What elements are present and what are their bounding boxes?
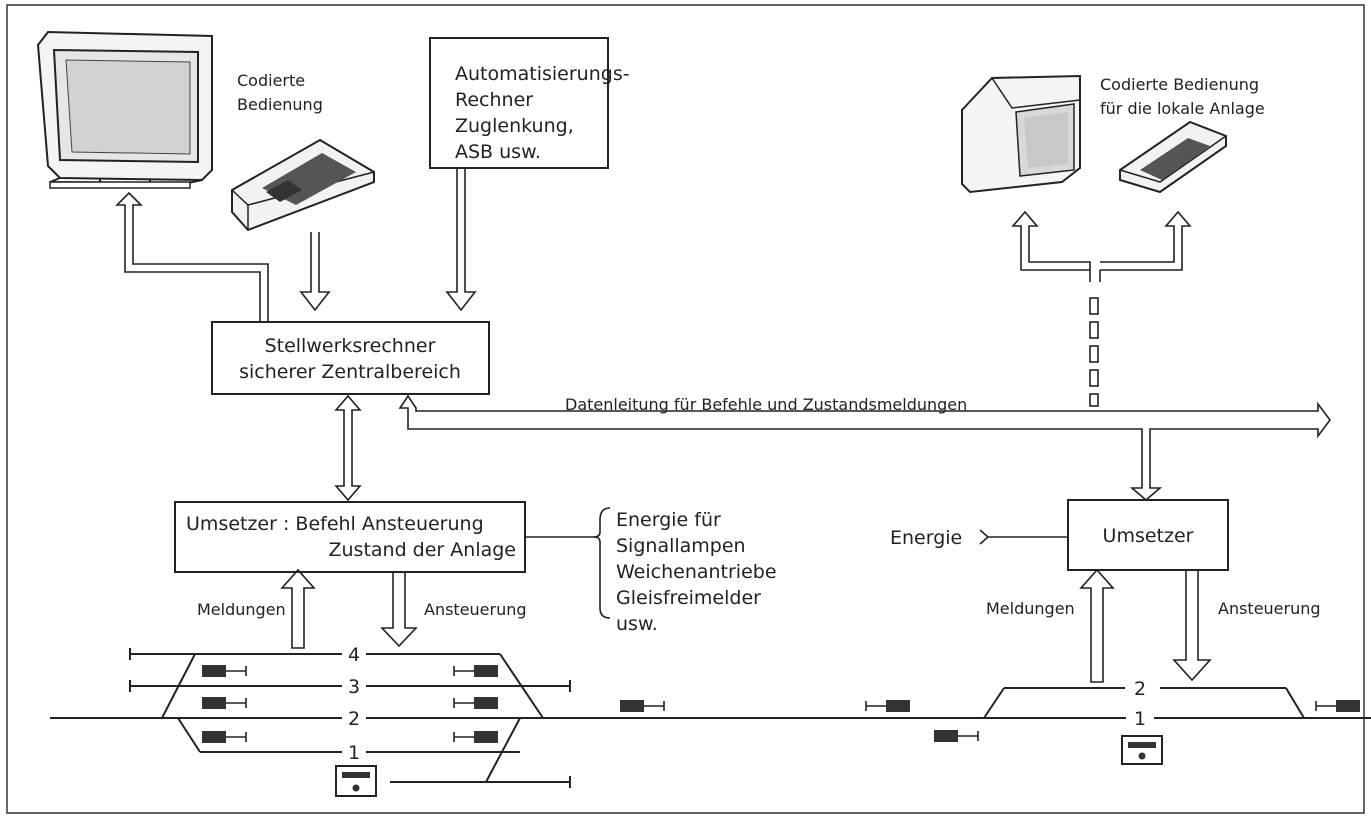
energy-list-line-4: Gleisfreimelder [616, 587, 761, 609]
diagram-frame [6, 4, 1365, 814]
signals-left [202, 665, 1360, 743]
track-label-3: 3 [348, 676, 360, 698]
converter-left-line-1: Umsetzer : Befehl Ansteuerung [186, 513, 484, 535]
coded-operation-local-line-2: für die lokale Anlage [1100, 99, 1265, 118]
reports-arrow-left [280, 568, 316, 649]
automation-line-2: Rechner [455, 89, 533, 111]
converter-left-box [174, 501, 526, 573]
local-keyboard-icon [1119, 120, 1227, 194]
interlocking-computer-box [211, 321, 490, 395]
track-label-4: 4 [348, 644, 360, 666]
energy-label: Energie [890, 527, 962, 549]
local-monitor-icon [961, 74, 1081, 194]
monitor-icon [36, 30, 213, 189]
automation-computer-box [429, 37, 609, 169]
coded-operation-line-2: Bedienung [237, 95, 323, 114]
reports-label-right: Meldungen [986, 599, 1075, 618]
control-label-right: Ansteuerung [1218, 599, 1321, 618]
track-layout-right [983, 687, 1305, 719]
automation-line-3: Zuglenkung, [455, 115, 574, 137]
coded-operation-local-line-1: Codierte Bedienung [1100, 75, 1259, 94]
data-line-label: Datenleitung für Befehle und Zustandsmel… [565, 395, 967, 414]
energy-list-line-2: Signallampen [616, 535, 746, 557]
reports-label-left: Meldungen [197, 600, 286, 619]
converter-left-line-2: Zustand der Anlage [328, 539, 516, 561]
track-label-2-overlay: 2 [348, 708, 360, 730]
interlocking-line-2: sicherer Zentralbereich [239, 361, 461, 383]
keyboard-icon [231, 138, 375, 232]
automation-line-1: Automatisierungs- [455, 63, 630, 85]
energy-list-line-5: usw. [616, 613, 658, 635]
interlocking-line-1: Stellwerksrechner [265, 335, 436, 357]
control-arrow-left [380, 571, 418, 648]
control-unit-right-icon [1121, 735, 1163, 765]
track-layout-left [50, 648, 1371, 788]
converter-right-label: Umsetzer [1103, 525, 1194, 547]
energy-list-line-3: Weichenantriebe [616, 561, 777, 583]
automation-line-4: ASB usw. [455, 141, 541, 163]
control-label-left: Ansteuerung [424, 600, 527, 619]
dashed-connection [1089, 297, 1099, 407]
reports-arrow-right [1079, 568, 1115, 683]
track-label-1: 1 [348, 742, 360, 764]
energy-list-line-1: Energie für [616, 509, 721, 531]
control-unit-left-icon [335, 765, 377, 797]
control-arrow-right [1172, 569, 1212, 682]
converter-right-box [1067, 499, 1229, 571]
brace [593, 507, 611, 619]
track-label-right-1: 1 [1134, 708, 1146, 730]
track-label-right-2: 2 [1134, 678, 1146, 700]
coded-operation-line-1: Codierte [237, 71, 305, 90]
